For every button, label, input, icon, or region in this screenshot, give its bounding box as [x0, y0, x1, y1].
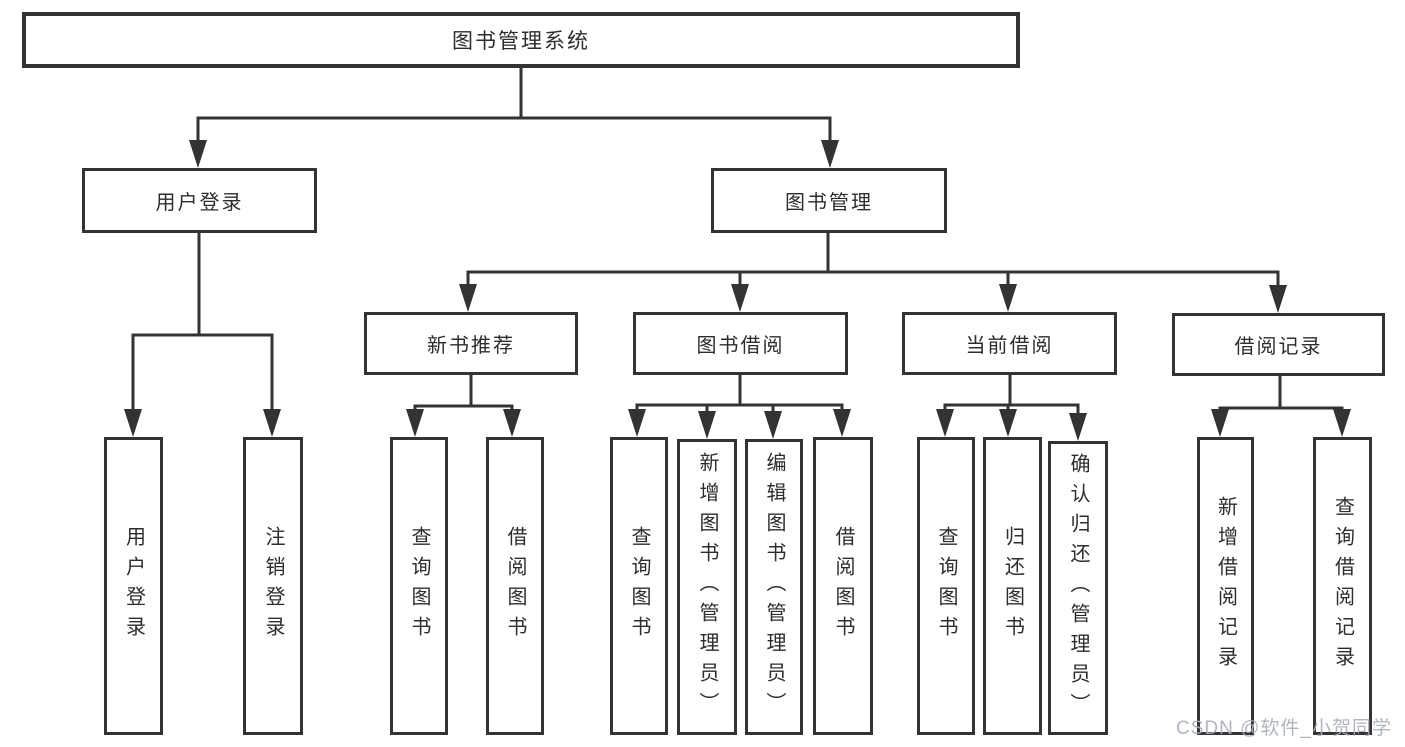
node-label: 借阅图书: [832, 526, 854, 646]
arrow-down-icon: [1333, 409, 1351, 437]
node-label: 注销登录: [262, 526, 284, 646]
node-label: 借阅记录: [1234, 336, 1323, 358]
node-label: 用户登录: [122, 526, 145, 646]
node-label: 图书管理: [785, 192, 873, 214]
node-current-borrow: 当前借阅: [902, 312, 1117, 375]
node-label: 查询图书: [408, 526, 430, 646]
leaf-return-books: 归还图书: [983, 437, 1042, 735]
arrow-down-icon: [936, 409, 954, 437]
arrow-down-icon: [833, 409, 851, 437]
leaf-borrow-books-2: 借阅图书: [813, 437, 873, 735]
leaf-query-borrow-record: 查询借阅记录: [1313, 437, 1372, 735]
node-label: 查询借阅记录: [1331, 496, 1354, 676]
node-label: 编辑图书（管理员）: [763, 452, 785, 722]
node-label: 归还图书: [1001, 526, 1024, 646]
node-user-login: 用户登录: [82, 168, 317, 233]
arrow-down-icon: [999, 409, 1017, 437]
node-label: 确认归还（管理员）: [1067, 453, 1089, 723]
arrow-down-icon: [1069, 413, 1087, 441]
node-label: 新增借阅记录: [1214, 496, 1237, 676]
arrow-down-icon: [698, 411, 716, 439]
node-label: 新增图书（管理员）: [696, 452, 718, 722]
arrow-down-icon: [263, 409, 281, 437]
leaf-query-books-1: 查询图书: [390, 437, 448, 735]
node-label: 用户登录: [155, 192, 244, 214]
arrow-down-icon: [764, 411, 782, 439]
leaf-add-borrow-record: 新增借阅记录: [1197, 437, 1254, 735]
arrow-down-icon: [189, 140, 207, 168]
node-new-book-recommend: 新书推荐: [364, 312, 578, 375]
leaf-edit-book-admin: 编辑图书（管理员）: [745, 439, 803, 735]
node-book-borrow: 图书借阅: [633, 312, 848, 375]
arrow-down-icon: [1269, 285, 1287, 313]
arrow-down-icon: [124, 409, 142, 437]
arrow-down-icon: [628, 409, 646, 437]
arrow-down-icon: [821, 140, 839, 168]
node-label: 新书推荐: [427, 335, 515, 357]
arrow-down-icon: [1211, 409, 1229, 437]
arrow-down-icon: [503, 409, 521, 437]
leaf-add-book-admin: 新增图书（管理员）: [677, 439, 737, 735]
arrow-down-icon: [731, 284, 749, 312]
node-borrow-records: 借阅记录: [1172, 313, 1385, 376]
leaf-confirm-return-admin: 确认归还（管理员）: [1048, 441, 1108, 735]
node-root: 图书管理系统: [22, 12, 1020, 68]
arrow-down-icon: [406, 409, 424, 437]
arrow-down-icon: [999, 284, 1017, 312]
node-label: 借阅图书: [504, 526, 526, 646]
node-label: 当前借阅: [965, 335, 1054, 357]
node-label: 图书管理系统: [452, 30, 590, 53]
node-label: 查询图书: [935, 526, 957, 646]
csdn-watermark: CSDN @软件_小贺同学: [1176, 718, 1392, 739]
leaf-query-books-2: 查询图书: [610, 437, 668, 735]
arrow-down-icon: [459, 284, 477, 312]
leaf-borrow-books-1: 借阅图书: [486, 437, 544, 735]
leaf-logout: 注销登录: [243, 437, 303, 735]
node-label: 查询图书: [628, 526, 650, 646]
node-label: 图书借阅: [696, 335, 785, 357]
leaf-query-books-3: 查询图书: [917, 437, 975, 735]
node-book-management: 图书管理: [711, 168, 947, 233]
leaf-user-login: 用户登录: [104, 437, 163, 735]
